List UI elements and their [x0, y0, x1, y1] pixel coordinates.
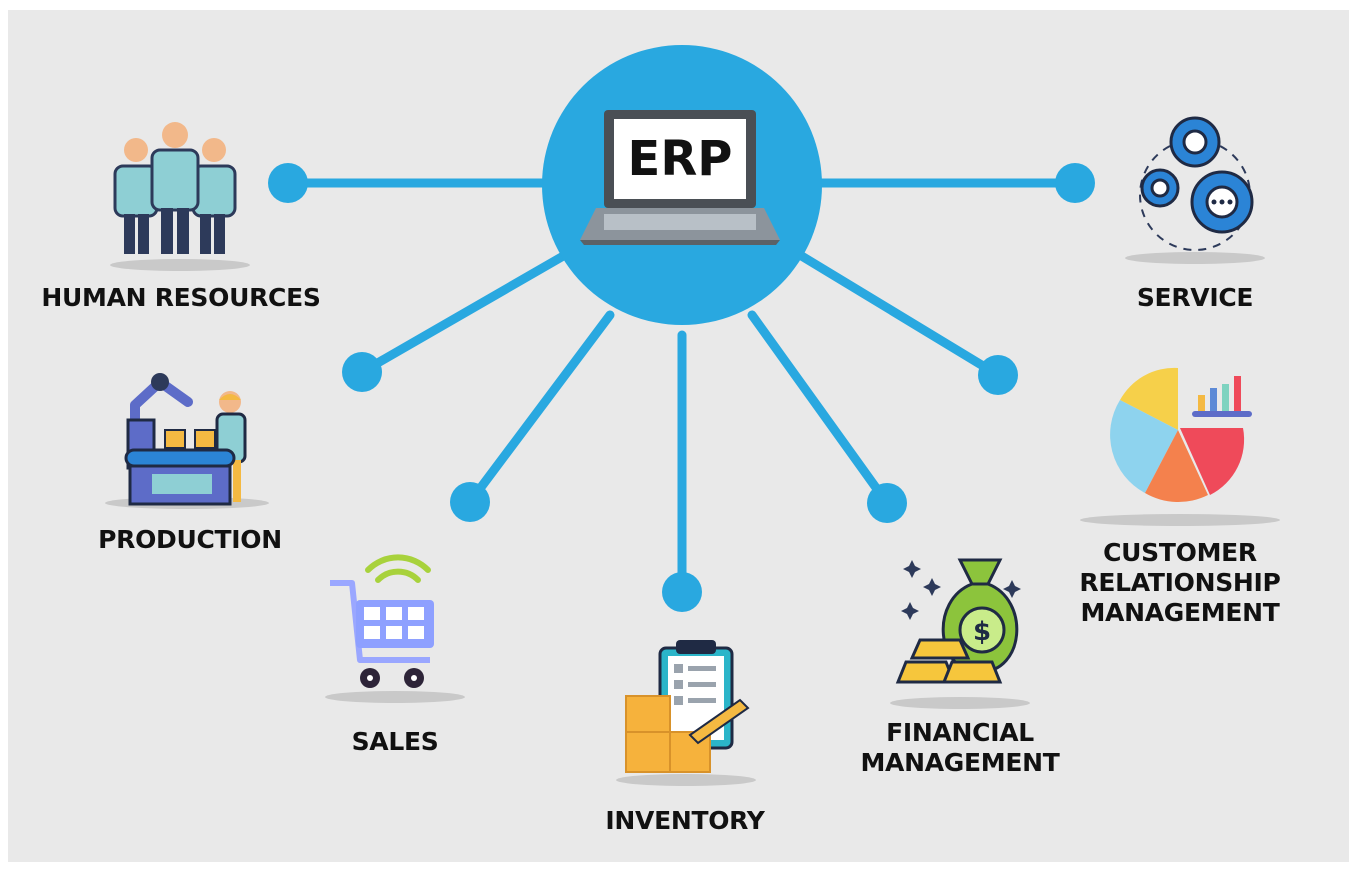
- laptop-icon: ERP: [580, 110, 780, 245]
- connector-crm: [795, 250, 1003, 380]
- dot-inventory: [662, 572, 702, 612]
- dot-service: [1055, 163, 1095, 203]
- label-inventory: INVENTORY: [585, 806, 785, 836]
- money-bag-gold-icon: $: [895, 558, 1021, 684]
- label-line: RELATIONSHIP: [1079, 568, 1281, 597]
- label-line: PRODUCTION: [98, 525, 282, 554]
- label-service: SERVICE: [1120, 283, 1270, 313]
- dot-financial: [867, 483, 907, 523]
- label-line: MANAGEMENT: [1080, 598, 1280, 627]
- label-line: MANAGEMENT: [860, 748, 1060, 777]
- label-production: PRODUCTION: [85, 525, 295, 555]
- erp-label: ERP: [628, 131, 733, 187]
- label-line: HUMAN RESOURCES: [41, 283, 321, 312]
- connectors: [283, 178, 1080, 597]
- dot-production: [342, 352, 382, 392]
- label-line: SERVICE: [1136, 283, 1254, 312]
- connector-dots: [268, 163, 1095, 612]
- connector-production: [357, 250, 570, 377]
- icon-shadows: [105, 252, 1280, 786]
- dot-sales: [450, 482, 490, 522]
- people-group-icon: [113, 122, 237, 254]
- label-financial-management: FINANCIAL MANAGEMENT: [850, 718, 1070, 778]
- shopping-cart-icon: [330, 554, 434, 688]
- label-line: FINANCIAL: [886, 718, 1034, 747]
- dot-crm: [978, 355, 1018, 395]
- pie-chart-icon: [1110, 367, 1252, 503]
- robot-factory-icon: [124, 373, 247, 506]
- label-line: INVENTORY: [605, 806, 765, 835]
- dot-human-resources: [268, 163, 308, 203]
- label-customer-relationship-management: CUSTOMER RELATIONSHIP MANAGEMENT: [1065, 538, 1295, 628]
- label-sales: SALES: [335, 727, 455, 757]
- gears-icon: [1139, 116, 1254, 251]
- clipboard-boxes-icon: [625, 640, 750, 773]
- label-line: CUSTOMER: [1103, 538, 1257, 567]
- label-human-resources: HUMAN RESOURCES: [40, 283, 322, 313]
- label-line: SALES: [351, 727, 439, 756]
- svg-text:$: $: [973, 617, 991, 647]
- connector-sales: [465, 310, 615, 507]
- connector-financial: [747, 310, 892, 508]
